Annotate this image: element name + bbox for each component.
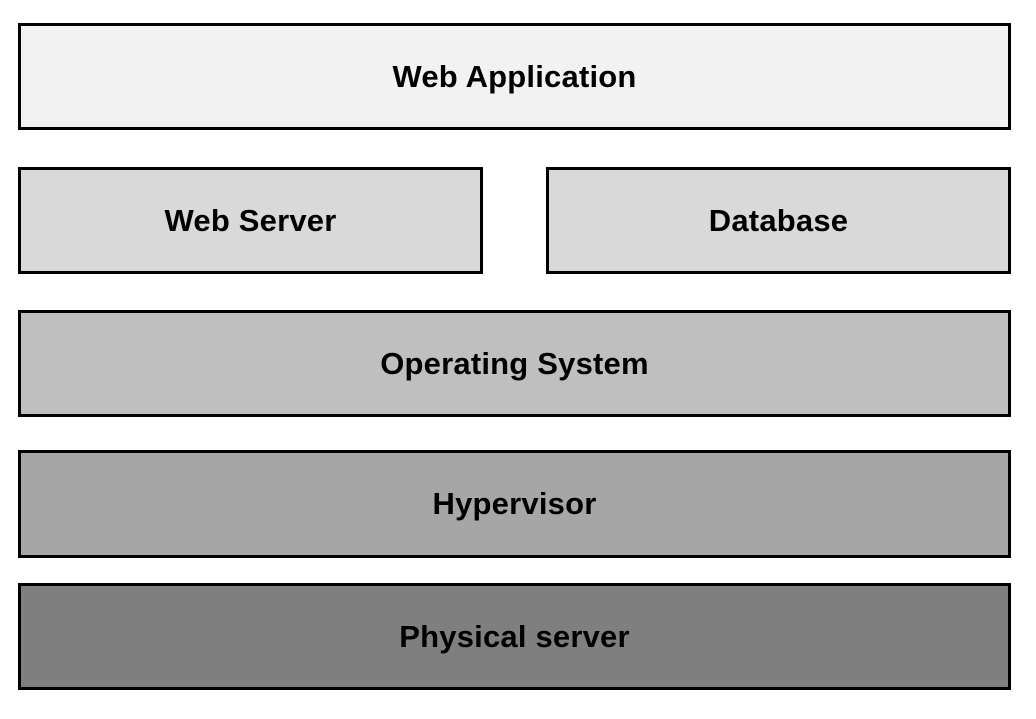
database-layer: Database	[546, 167, 1011, 274]
hypervisor-layer: Hypervisor	[18, 450, 1011, 558]
web-server-layer: Web Server	[18, 167, 483, 274]
web-application-label: Web Application	[392, 58, 637, 94]
physical-server-layer: Physical server	[18, 583, 1011, 690]
operating-system-layer: Operating System	[18, 310, 1011, 417]
operating-system-label: Operating System	[380, 345, 649, 381]
physical-server-label: Physical server	[399, 618, 630, 654]
hypervisor-label: Hypervisor	[432, 486, 597, 521]
database-label: Database	[708, 202, 849, 238]
web-application-layer: Web Application	[18, 23, 1011, 130]
web-server-label: Web Server	[164, 202, 337, 238]
